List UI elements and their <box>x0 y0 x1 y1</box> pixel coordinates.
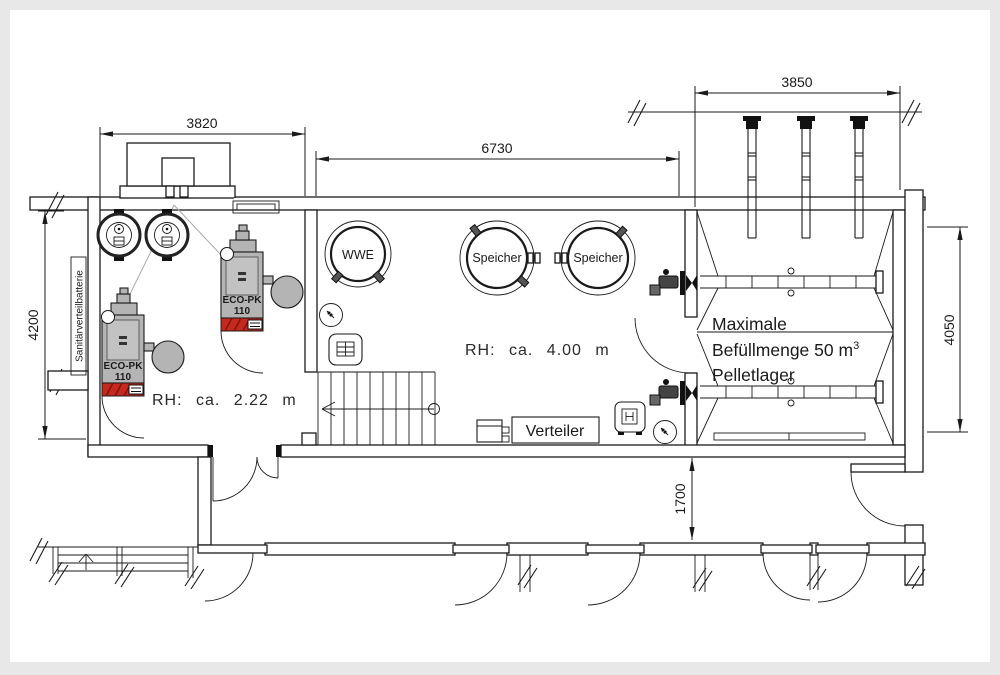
hot-water-tank: WWE <box>324 220 392 288</box>
pellet-boiler-1: ECO-PK 110 <box>101 287 185 439</box>
pellet-note-line2: Befüllmenge 50 m3 <box>712 340 859 360</box>
boiler-model-label: 110 <box>115 372 132 383</box>
sanitary-manifold: Sanitärverteilbatterie <box>70 256 87 376</box>
boiler-room-clearance-label: RH: ca. 2.22 m <box>152 392 297 409</box>
dimension-3820: 3820 <box>99 115 306 196</box>
boiler-model-label: ECO-PK <box>223 295 263 306</box>
floor-drain <box>319 303 343 327</box>
tank-label: Speicher <box>573 251 622 265</box>
hydrant-unit <box>614 401 646 435</box>
pellet-store: Maximale Befüllmenge 50 m3 Pelletlager <box>634 211 894 444</box>
floor-drain <box>653 420 677 444</box>
fill-pipe <box>743 116 761 239</box>
dimension-text: 1700 <box>672 483 688 514</box>
hall-clearance-label: RH: ca. 4.00 m <box>465 342 610 359</box>
dimension-text: 3820 <box>186 115 217 131</box>
dimension-text: 4050 <box>941 314 957 345</box>
dimension-4050: 4050 <box>927 226 968 433</box>
dimension-6730: 6730 <box>315 140 680 196</box>
buffer-tank-2: Speicher <box>554 220 636 296</box>
auger-conveyor <box>649 377 884 407</box>
fill-pipe <box>797 116 815 239</box>
boiler-model-label: 110 <box>234 306 251 317</box>
exterior-stair <box>52 547 194 578</box>
dimension-3850: 3850 <box>694 74 901 207</box>
auger-conveyor <box>649 267 884 297</box>
partition-stubs <box>519 555 819 592</box>
pump-group <box>144 209 190 261</box>
dimension-text: 3850 <box>781 74 812 90</box>
pellet-fill-pipes <box>743 116 868 239</box>
distributor: Verteiler <box>476 416 600 444</box>
control-cabinet <box>328 333 363 366</box>
walls <box>29 189 926 586</box>
sanitary-manifold-label: Sanitärverteilbatterie <box>75 270 86 362</box>
wall-louver <box>232 198 280 214</box>
pellet-door-arc <box>634 317 691 374</box>
chimney <box>119 142 236 199</box>
pellet-note-line1: Maximale <box>712 314 787 334</box>
staircase <box>301 371 440 446</box>
dimension-4200: 4200 <box>25 210 86 440</box>
left-wall-stub <box>47 370 89 391</box>
dimension-text: 4200 <box>25 309 41 340</box>
fill-pipe <box>850 116 868 239</box>
distributor-label: Verteiler <box>526 423 585 440</box>
dimension-text: 6730 <box>481 140 512 156</box>
pump-group <box>96 209 142 261</box>
pellet-note-line3: Pelletlager <box>712 365 795 385</box>
pellet-boiler-2: ECO-PK 110 <box>220 224 304 374</box>
dimension-1700: 1700 <box>672 458 695 540</box>
buffer-tank-1: Speicher <box>459 220 541 296</box>
tank-label: Speicher <box>472 251 521 265</box>
doors <box>197 456 906 606</box>
boiler-model-label: ECO-PK <box>104 361 144 372</box>
tank-label: WWE <box>342 248 374 262</box>
